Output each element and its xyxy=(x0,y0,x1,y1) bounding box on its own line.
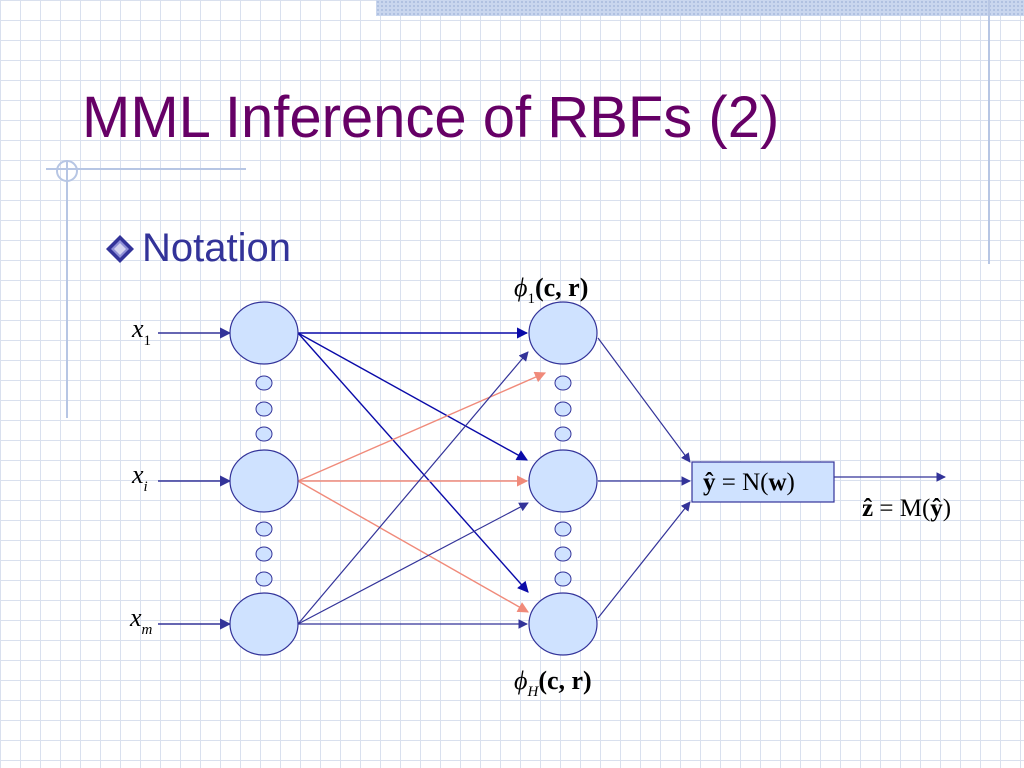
edge-xm-h1 xyxy=(297,351,529,625)
input-node-i xyxy=(229,449,299,513)
hidden-node-H xyxy=(528,592,598,656)
bullet-item: Notation xyxy=(104,226,291,271)
hidden-node-1 xyxy=(528,301,598,365)
hidden-top-label: ϕ1(c, r) xyxy=(514,273,588,307)
decorative-right-line xyxy=(988,0,990,264)
edge-x1-hH xyxy=(297,332,529,593)
bullet-text: Notation xyxy=(142,226,291,270)
edge-x1-hi xyxy=(297,332,528,461)
decorative-left-line xyxy=(66,160,68,418)
input-node-1 xyxy=(229,301,299,365)
input-label-i: xi xyxy=(131,460,148,495)
edge-xi-hH xyxy=(297,480,529,613)
input-ellipsis-dots-upper xyxy=(255,375,273,442)
decorative-title-circle xyxy=(56,160,78,182)
slide-title: MML Inference of RBFs (2) xyxy=(82,85,780,150)
hidden-bottom-label: ϕH(c, r) xyxy=(514,666,592,700)
final-output-label: ẑ = M(ŷ) xyxy=(862,495,951,522)
decorative-title-underline xyxy=(46,168,246,170)
input-ellipsis-dots-lower xyxy=(255,521,273,587)
edge-xm-hi xyxy=(297,502,529,625)
diamond-bullet-icon xyxy=(106,234,134,263)
edge-h1-out xyxy=(597,337,691,463)
edge-xi-h1 xyxy=(297,371,547,482)
input-label-1: x1 xyxy=(131,314,151,349)
input-node-m xyxy=(229,592,299,656)
decorative-top-strip xyxy=(376,0,1024,16)
edge-hH-out xyxy=(597,501,691,619)
hidden-ellipsis-dots-upper xyxy=(554,375,572,442)
hidden-ellipsis-dots-lower xyxy=(554,521,572,587)
output-box-label: ŷ = N(w) xyxy=(703,469,795,496)
hidden-node-i xyxy=(528,449,598,513)
output-box xyxy=(691,461,835,503)
input-label-m: xm xyxy=(129,603,153,638)
